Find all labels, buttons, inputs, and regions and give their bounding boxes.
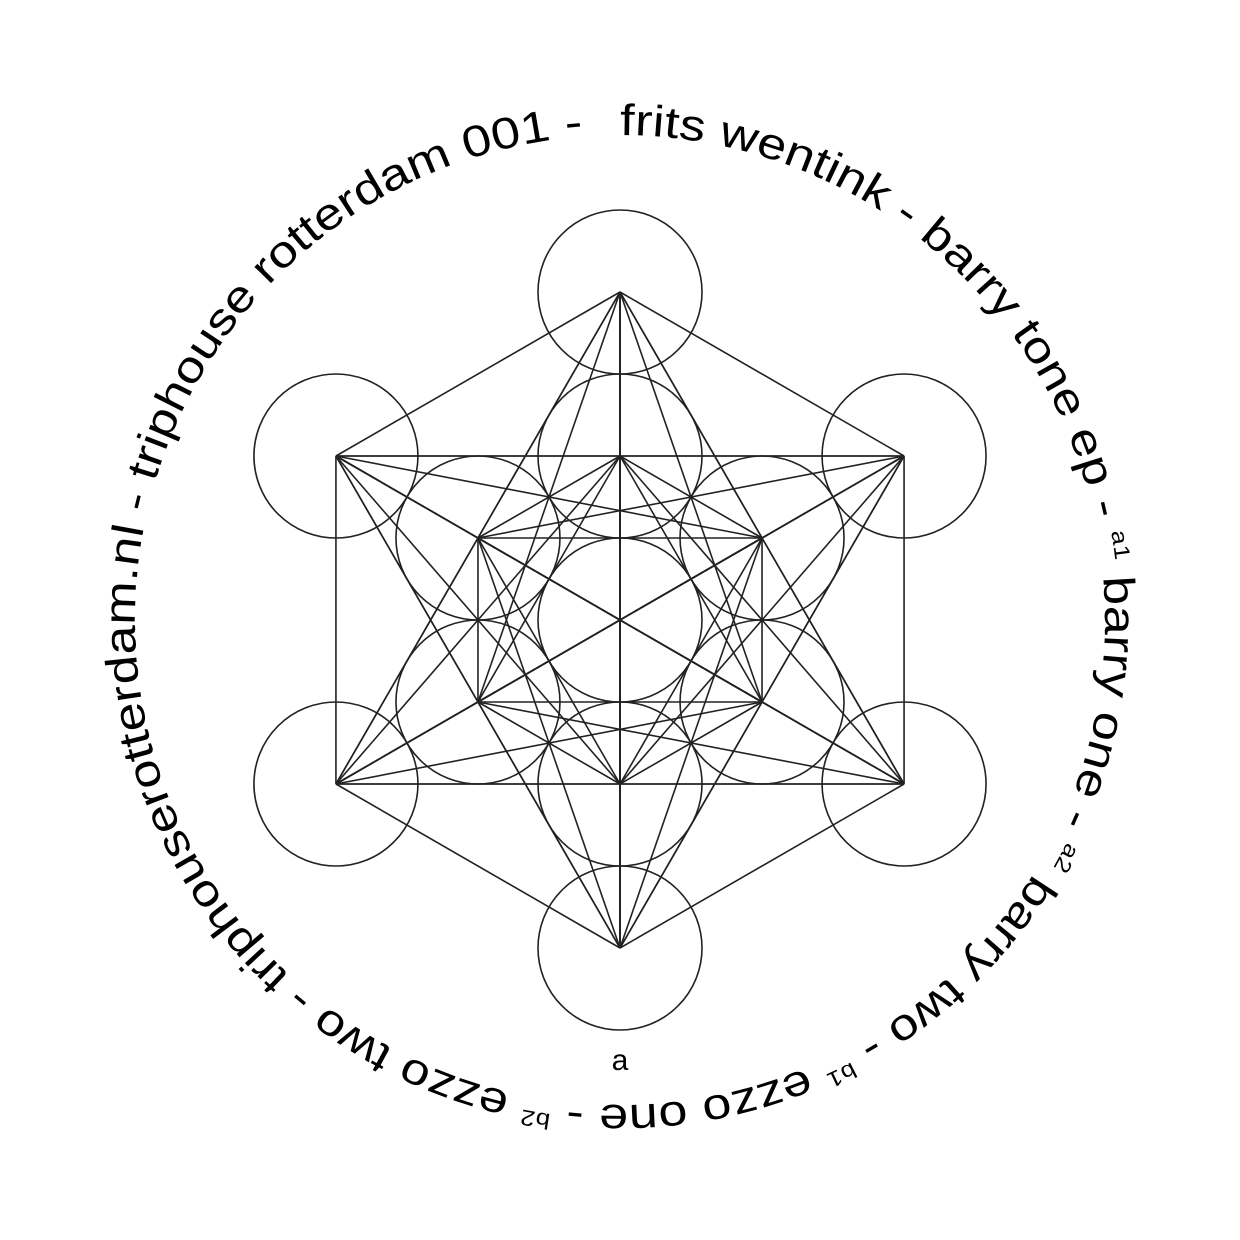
geometry-line [619,783,905,949]
label-text-segment: barry one - [1045,558,1144,852]
geometry-line [477,537,621,949]
geometry-line [335,783,621,949]
label-text-segment: barry two - [841,856,1075,1084]
label-text-segment: ezzo one - [548,1053,834,1144]
label-text-segment: frits wentink - barry tone ep - [620,96,1136,536]
track-number: a1 [1106,528,1135,561]
geometry-line [335,291,621,457]
metatrons-cube-artwork [253,209,987,1031]
label-text-segment: ezzo two - triphouserotterdam.nl - triph… [96,97,585,1133]
side-letter: a [612,1044,629,1077]
geometry-line [335,455,621,949]
geometry-line [477,455,905,539]
geometry-line [477,701,905,785]
geometry-line [619,291,905,457]
geometry-line [477,291,621,703]
geometry-line [335,455,905,785]
track-number: b2 [518,1104,551,1134]
geometry-line [619,455,905,785]
